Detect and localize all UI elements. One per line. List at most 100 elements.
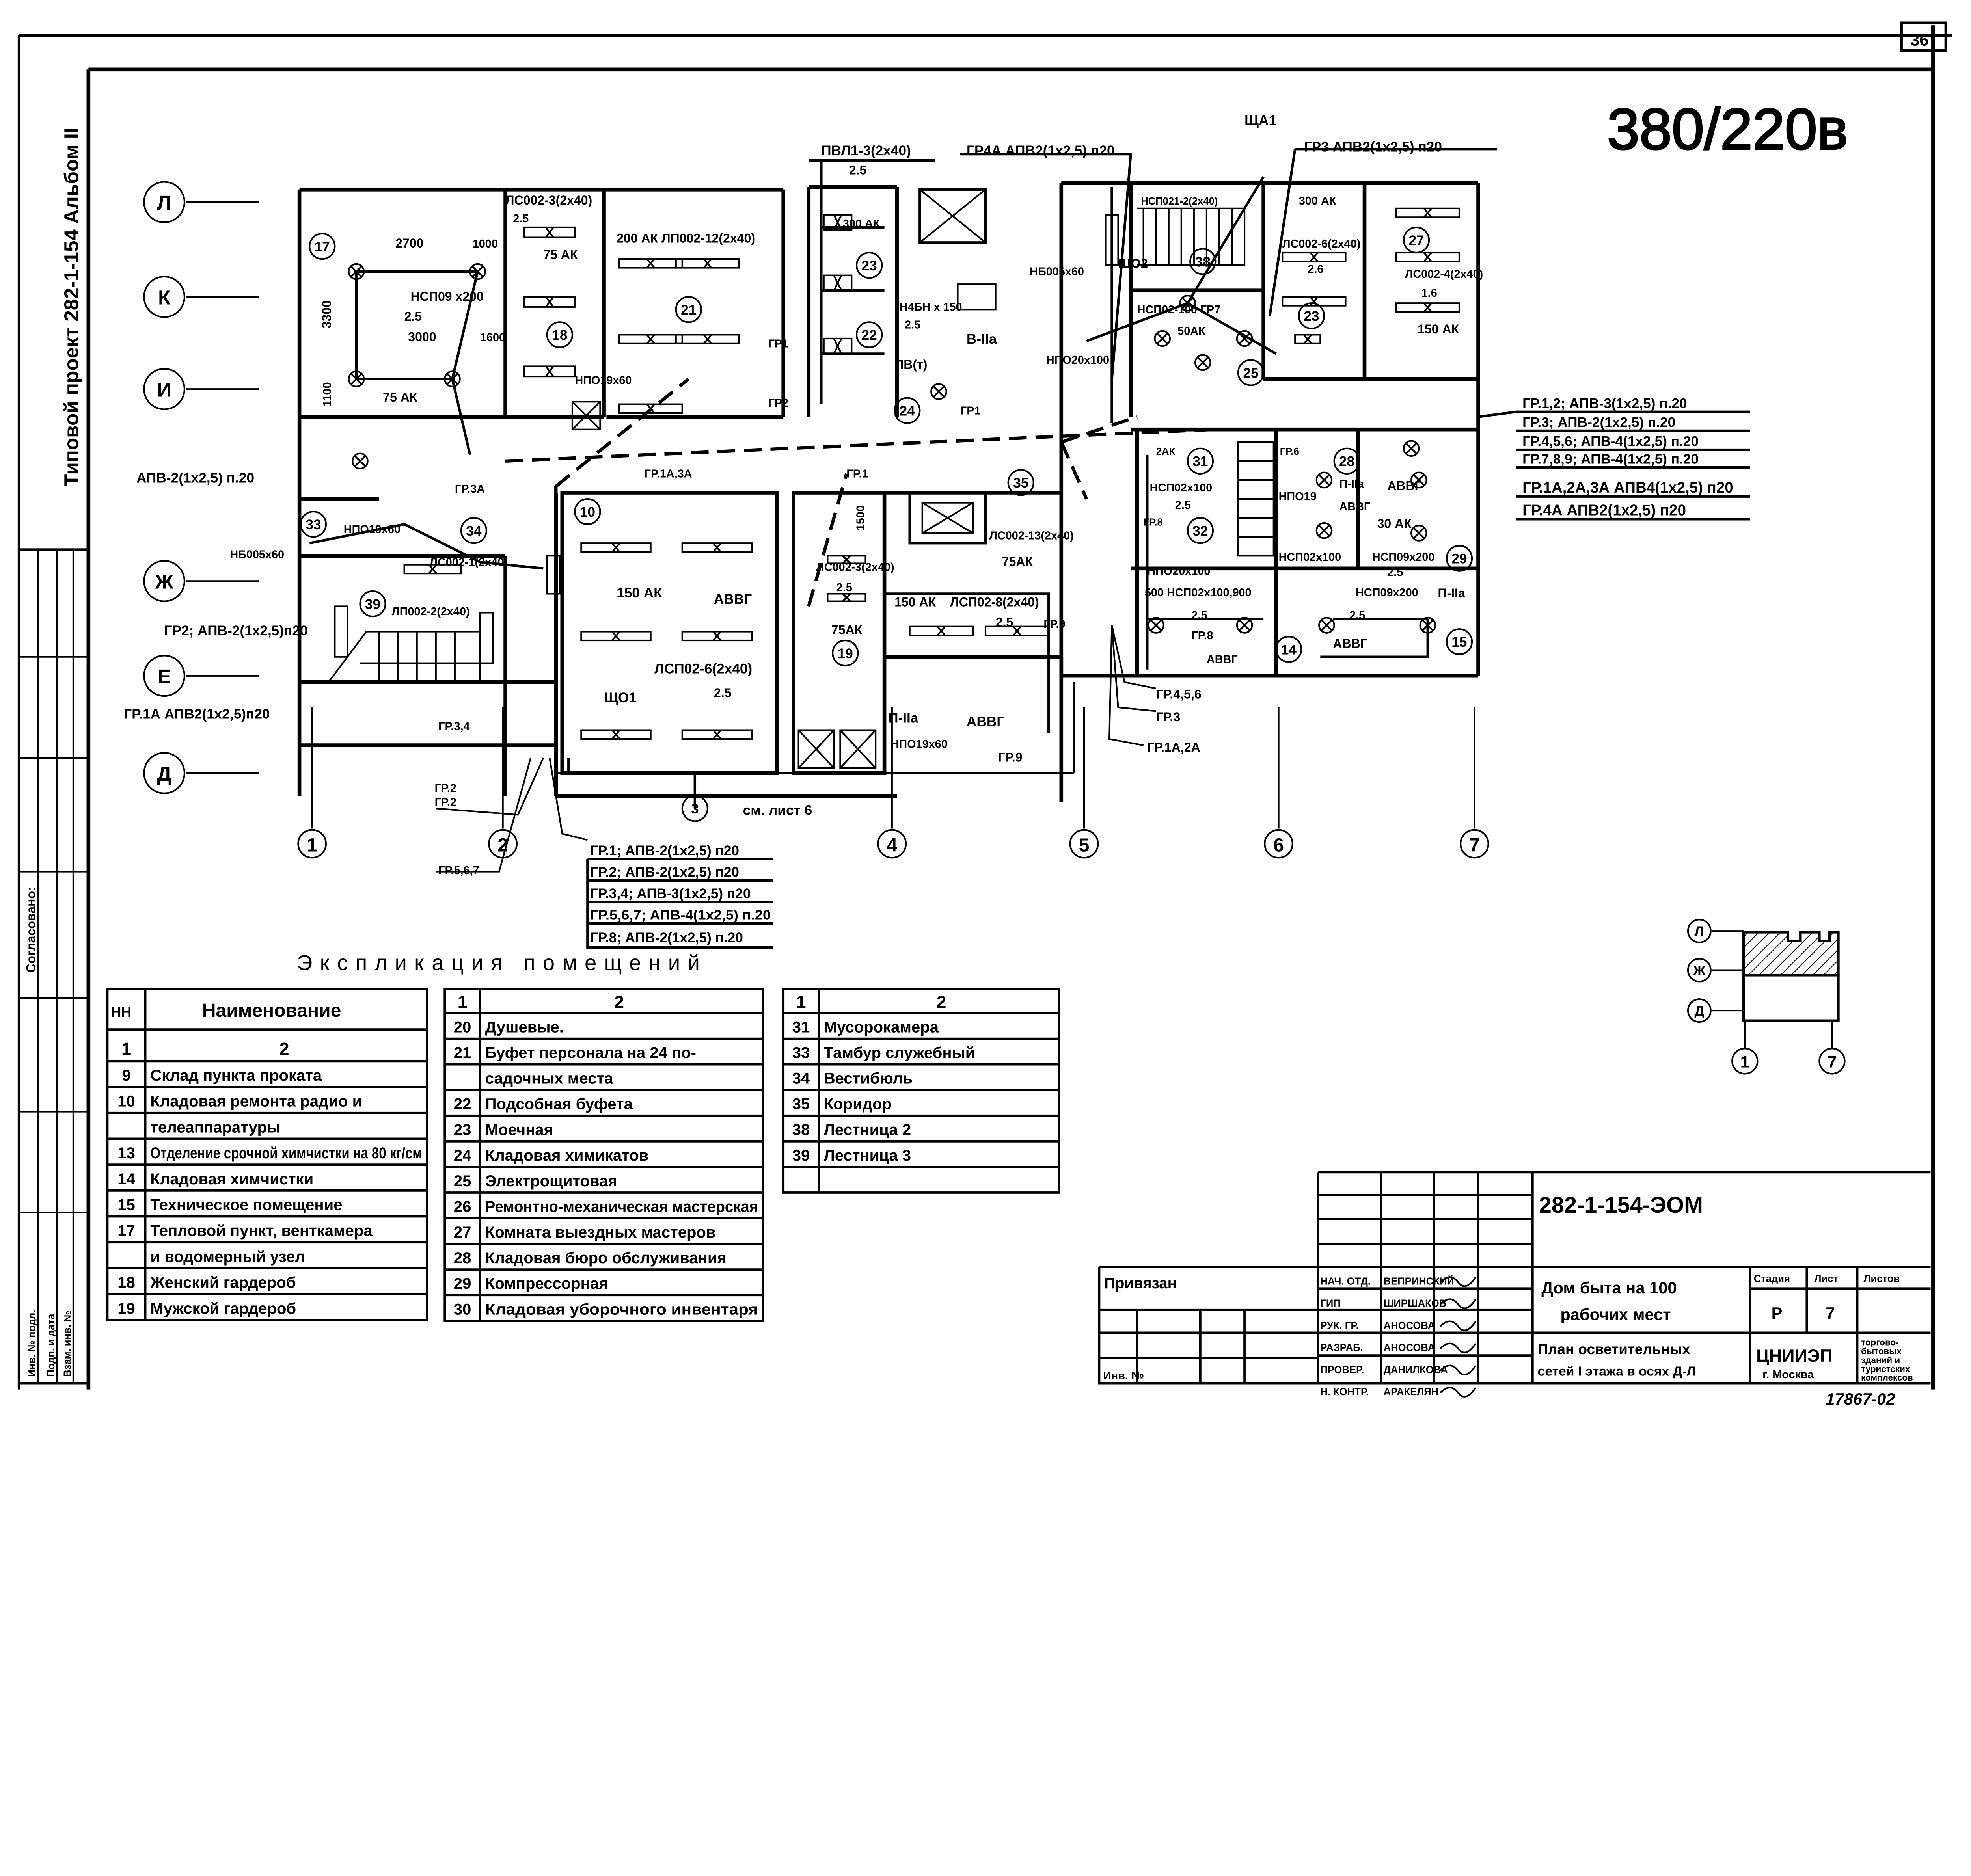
room-number: 24 bbox=[900, 403, 915, 419]
room-number-bubble bbox=[832, 639, 859, 667]
signature bbox=[1440, 1298, 1477, 1309]
room-name-cell: Душевые. bbox=[485, 1019, 564, 1036]
lamp-icon bbox=[1236, 617, 1253, 634]
voltage-label: 380/220в bbox=[1607, 97, 1848, 162]
plan-label: 75 АК bbox=[543, 248, 578, 262]
plan-label: 2.5 bbox=[404, 309, 422, 324]
plan-label: НПО19х60 bbox=[344, 523, 401, 536]
plan-label: ЛС002-3(2х40) bbox=[816, 561, 894, 574]
dept-line: комплексов bbox=[1861, 1373, 1913, 1383]
org-city: г. Москва bbox=[1762, 1368, 1814, 1381]
row-axis-label: Е bbox=[158, 665, 171, 688]
room-number: 38 bbox=[1195, 254, 1211, 270]
bound-label: Привязан bbox=[1104, 1275, 1177, 1292]
header-col1: 1 bbox=[458, 992, 468, 1012]
header-num: НН bbox=[111, 1005, 131, 1020]
plan-label: 3300 bbox=[320, 300, 334, 328]
lamp-icon bbox=[444, 370, 461, 387]
panel-icon bbox=[546, 555, 561, 595]
room-number-bubble bbox=[855, 321, 883, 348]
drawing-sheet: 36 380/220в Типовой проект 282-1-154 Аль… bbox=[17, 21, 1952, 1408]
plan-label: НБ005х60 bbox=[230, 549, 284, 561]
key-plan-col-axis: 1 bbox=[1740, 1052, 1749, 1071]
fluorescent-fixture-icon bbox=[984, 625, 1050, 636]
dept-line: торгово- bbox=[1861, 1337, 1898, 1347]
room-name-cell: Тамбур служебный bbox=[824, 1044, 975, 1062]
object-name: Дом быта на 100 bbox=[1541, 1279, 1677, 1297]
title-block bbox=[1098, 1171, 1931, 1385]
plan-label: 2.5 bbox=[836, 581, 852, 594]
plan-label: 2.5 bbox=[996, 615, 1013, 629]
plan-label: П-IIа bbox=[1339, 478, 1364, 490]
archive-number: 17867-02 bbox=[1826, 1390, 1895, 1408]
drawing-code: 282-1-154-ЭОМ bbox=[1539, 1193, 1703, 1218]
lamp-icon bbox=[1194, 354, 1211, 371]
plan-label: ГР.8 bbox=[1191, 629, 1213, 642]
sheets-label: Листов bbox=[1864, 1273, 1900, 1284]
sheet-label: Лист bbox=[1815, 1273, 1839, 1284]
room-num-cell: 29 bbox=[454, 1275, 471, 1292]
room-number-bubble bbox=[1446, 545, 1473, 572]
group-legend-bottom bbox=[586, 858, 773, 949]
fluorescent-fixture-icon bbox=[823, 337, 853, 355]
fluorescent-fixture-icon bbox=[1395, 207, 1461, 218]
axis-bubble bbox=[143, 560, 186, 602]
replace-inv-label: Взам. инв. № bbox=[62, 1310, 73, 1377]
lamp-icon bbox=[1315, 522, 1333, 539]
room-name-cell: Кладовая ремонта радио и bbox=[150, 1093, 362, 1110]
plan-label: 300 АК bbox=[1299, 195, 1336, 207]
plan-label: ГР1 bbox=[960, 404, 981, 417]
room-num-cell: 26 bbox=[454, 1198, 471, 1215]
plan-label: см. лист 6 bbox=[743, 802, 812, 818]
room-name-cell: Кладовая химчистки bbox=[150, 1171, 313, 1188]
room-number-bubble bbox=[1275, 636, 1302, 663]
room-name-cell: Моечная bbox=[485, 1121, 553, 1139]
table-row: 10 Кладовая ремонта радио и bbox=[117, 1093, 362, 1110]
fluorescent-fixture-icon bbox=[823, 274, 853, 292]
room-number-bubble bbox=[681, 795, 708, 822]
room-number: 14 bbox=[1281, 642, 1297, 657]
fluorescent-fixture-icon bbox=[827, 555, 866, 564]
room-num-cell: 9 bbox=[122, 1067, 130, 1084]
table-row: садочных места bbox=[485, 1070, 613, 1087]
column-axis-label: 1 bbox=[307, 834, 317, 856]
group-legend-right-row: ГР.3; АПВ-2(1х2,5) п.20 bbox=[1522, 415, 1675, 430]
plan-label: ГР.1А,3А bbox=[645, 468, 692, 480]
plan-label: 500 НСП02х100,900 bbox=[1145, 586, 1252, 599]
axis-bubble bbox=[143, 368, 186, 410]
staff-name: АНОСОВА bbox=[1384, 1342, 1435, 1353]
room-num-cell: 19 bbox=[117, 1300, 135, 1317]
key-plan-row-axis: Л bbox=[1695, 924, 1705, 939]
staff-row: РУК. ГР.АНОСОВА bbox=[1320, 1320, 1477, 1331]
room-num-cell: 38 bbox=[792, 1121, 810, 1139]
plan-label: ГР2 bbox=[768, 397, 789, 409]
room-num-cell: 31 bbox=[792, 1019, 810, 1036]
room-number-bubble bbox=[1007, 469, 1034, 496]
fluorescent-fixture-icon bbox=[403, 564, 462, 575]
plan-label: НСП09 х200 bbox=[411, 289, 484, 303]
room-num-cell: 10 bbox=[117, 1093, 135, 1110]
plan-label: 2.5 bbox=[1349, 609, 1365, 622]
plan-label: 2700 bbox=[395, 236, 423, 250]
key-plan-col-axis: 7 bbox=[1828, 1052, 1837, 1071]
room-number-bubble bbox=[546, 321, 574, 348]
plan-label: ЩА1 bbox=[1244, 113, 1276, 128]
row-axis-label: Л bbox=[157, 192, 171, 214]
room-num-cell: 13 bbox=[117, 1145, 135, 1162]
staff-name: АНОСОВА bbox=[1384, 1320, 1435, 1331]
plan-label: ЛС002-1(2х40) bbox=[430, 556, 508, 569]
room-num-cell: 33 bbox=[792, 1044, 810, 1062]
room-number-bubble bbox=[359, 590, 386, 618]
staff-row: НАЧ. ОТД.ВЕПРИНСКИЙ bbox=[1320, 1275, 1477, 1287]
plan-label: 2.5 bbox=[905, 318, 920, 331]
plan-label: ЛС002-13(2х40) bbox=[989, 530, 1074, 542]
room-number-bubble bbox=[1446, 628, 1473, 655]
fluorescent-fixture-icon bbox=[681, 631, 753, 642]
room-number: 3 bbox=[691, 801, 699, 817]
